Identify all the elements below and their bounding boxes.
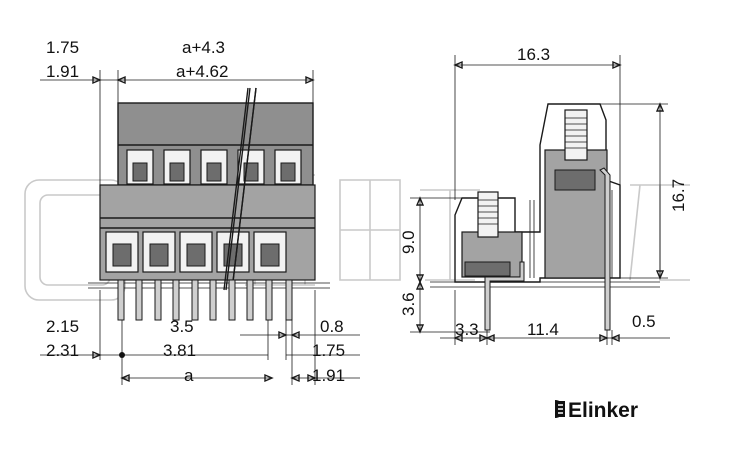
side-pin-front xyxy=(484,261,525,331)
upper-holes xyxy=(126,149,302,185)
dim-overall-height: 16.7 xyxy=(669,179,688,212)
upper-screw xyxy=(564,109,588,161)
dim-span: a xyxy=(184,366,194,385)
dim-top-width-2: a+4.62 xyxy=(176,62,228,81)
dim-bottom-left-1: 2.15 xyxy=(46,317,79,336)
brand-logo: Elinker xyxy=(555,399,638,422)
dim-pin-spacing: 11.4 xyxy=(527,320,559,339)
dim-top-left-2: 1.91 xyxy=(46,62,79,81)
dim-pin-width: 0.8 xyxy=(320,317,344,336)
pins xyxy=(117,279,293,321)
lower-holes xyxy=(105,231,287,273)
front-view xyxy=(40,70,360,385)
dim-pitch-2: 3.81 xyxy=(163,341,196,360)
dim-overall-depth: 16.3 xyxy=(517,45,550,64)
side-view xyxy=(410,55,670,345)
elinker-logo-icon xyxy=(555,400,565,418)
dim-bottom-right-2: 1.91 xyxy=(312,366,345,385)
dim-pin-offset: 3.3 xyxy=(455,320,479,339)
lower-screw xyxy=(477,191,499,238)
dim-pin-length: 3.6 xyxy=(399,292,418,316)
dim-body-height: 9.0 xyxy=(399,230,418,254)
front-view-labels: 1.75 1.91 a+4.3 a+4.62 2.15 2.31 3.5 3.8… xyxy=(46,38,345,385)
side-pin-rear xyxy=(599,167,611,331)
dim-bottom-right-1: 1.75 xyxy=(312,341,345,360)
dim-pin-thickness: 0.5 xyxy=(632,312,656,331)
side-view-labels: 16.3 16.7 9.0 3.6 3.3 11.4 0.5 xyxy=(399,45,688,339)
dim-pitch-1: 3.5 xyxy=(170,317,194,336)
brand-name: Elinker xyxy=(568,399,638,422)
dim-top-left-1: 1.75 xyxy=(46,38,79,57)
dim-top-width-1: a+4.3 xyxy=(182,38,225,57)
dim-bottom-left-2: 2.31 xyxy=(46,341,79,360)
